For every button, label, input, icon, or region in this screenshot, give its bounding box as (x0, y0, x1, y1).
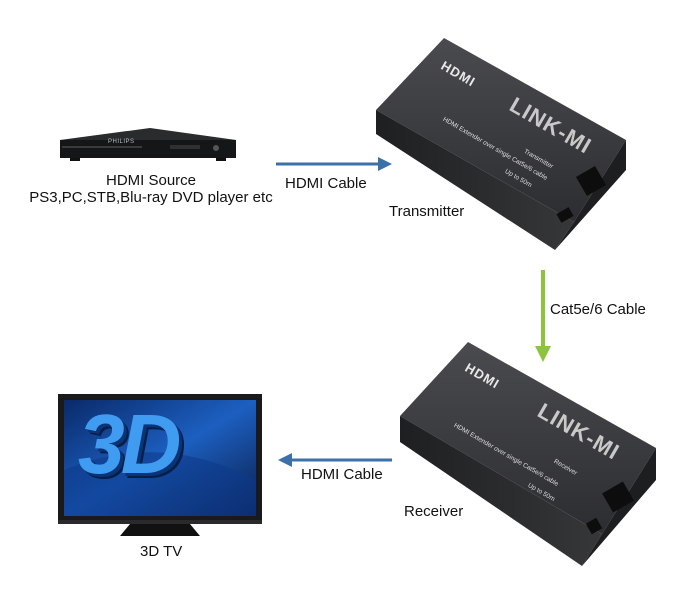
receiver-device-icon (400, 342, 656, 566)
transmitter-caption: Transmitter (389, 203, 465, 220)
tv-3d-badge: 3D (78, 397, 181, 491)
cable-bottom-label: HDMI Cable (301, 466, 383, 483)
tv-caption: 3D TV (140, 543, 183, 560)
dvd-brand-label: PHILIPS (108, 139, 135, 145)
source-subtitle: PS3,PC,STB,Blu-ray DVD player etc (29, 189, 273, 206)
source-title: HDMI Source (106, 172, 197, 189)
receiver-caption: Receiver (404, 503, 464, 520)
transmitter-device-icon (376, 38, 626, 250)
cable-top-label: HDMI Cable (285, 175, 367, 192)
tv-icon (58, 394, 262, 536)
arrow-source-to-transmitter (276, 157, 392, 171)
cat-cable-label: Cat5e/6 Cable (550, 301, 646, 318)
arrow-receiver-to-tv (278, 453, 392, 467)
arrow-transmitter-to-receiver (535, 270, 551, 362)
dvd-player-icon (60, 128, 236, 161)
